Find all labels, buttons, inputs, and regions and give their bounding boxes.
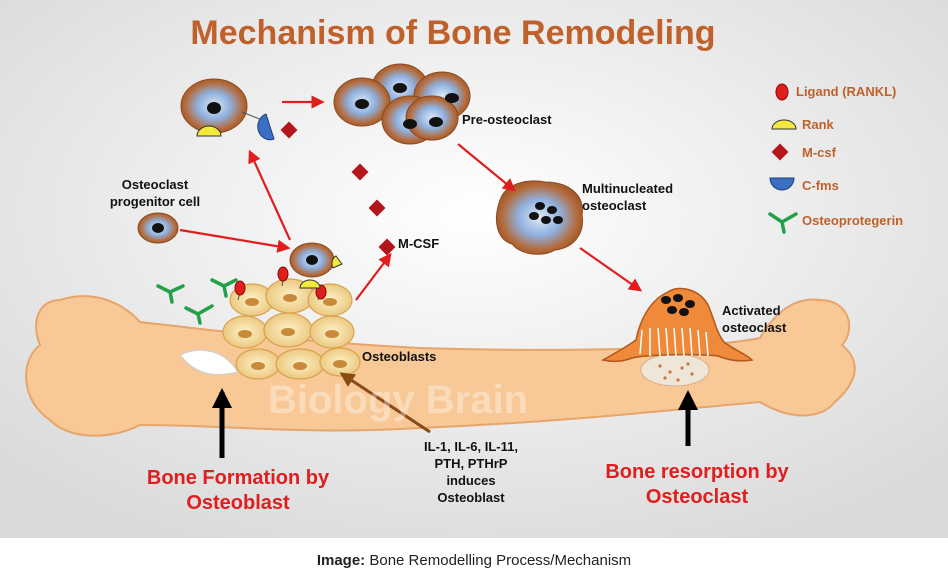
committed-nucleus	[306, 255, 318, 265]
bone-formation-line2: Osteoblast	[186, 492, 290, 514]
bone-formation-line1: Bone Formation by	[146, 467, 330, 489]
resorption-debris	[658, 362, 694, 382]
activated-ruffled-border	[639, 327, 709, 357]
rank-icon	[771, 119, 797, 130]
diagram-stage: Mechanism of Bone Remodeling Pre-osteocl…	[0, 0, 948, 538]
top-single-nucleus	[207, 102, 221, 114]
multinucleated-nuclei	[529, 202, 563, 224]
bone-resorption-line2: Osteoclast	[645, 486, 749, 508]
factors-line2: PTH, PTHrP	[434, 456, 508, 471]
osteoblast-nuclei	[238, 294, 347, 370]
ligand-rankl-icon	[775, 83, 789, 101]
committed-rank	[299, 279, 321, 289]
factors-line3: induces	[446, 473, 496, 488]
formation-groove	[178, 349, 240, 376]
caption-text: Bone Remodelling Process/Mechanism	[365, 552, 632, 569]
multinucleated-label-line1: Multinucleated	[582, 181, 674, 196]
activated-label-line1: Activated	[722, 303, 781, 318]
legend-m-csf-label: M-csf	[802, 145, 836, 160]
osteoprotegerin-molecules	[156, 278, 238, 325]
factors-label: IL-1, IL-6, IL-11, PTH, PTHrP induces Os…	[410, 438, 532, 506]
activated-label: Activated osteoclast	[722, 302, 786, 336]
legend-rank-label: Rank	[802, 117, 834, 132]
resorption-pit	[640, 353, 710, 387]
legend-osteoprotegerin-label: Osteoprotegerin	[802, 213, 904, 228]
long-bone	[25, 295, 856, 437]
pathway-arrows	[179, 95, 643, 301]
pre-osteoclast-nuclei	[355, 83, 459, 129]
pre-osteoclast-label: Pre-osteoclast	[462, 112, 552, 127]
multinucleated-label-line2: osteoclast	[582, 198, 647, 213]
legend-c-fms-label: C-fms	[802, 178, 839, 193]
image-caption: Image: Bone Remodelling Process/Mechanis…	[0, 552, 948, 569]
m-csf-icon	[771, 143, 789, 161]
diagram-canvas	[0, 0, 948, 538]
multinucleated-label: Multinucleated osteoclast	[582, 180, 673, 214]
bone-resorption-label: Bone resorption by Osteoclast	[586, 460, 808, 510]
osteoblasts-label: Osteoblasts	[362, 349, 437, 364]
factors-arrow	[339, 372, 431, 434]
top-cell-rank	[196, 125, 222, 137]
m-csf-label: M-CSF	[398, 236, 440, 251]
legend-ligand-label: Ligand (RANKL)	[796, 84, 897, 99]
progenitor-label-line1: Osteoclast	[121, 177, 189, 192]
progenitor-nucleus	[152, 223, 164, 233]
caption-prefix: Image:	[316, 552, 366, 569]
progenitor-label: Osteoclast progenitor cell	[96, 176, 214, 210]
multinucleated-osteoclast	[496, 180, 584, 255]
progenitor-label-line2: progenitor cell	[109, 194, 201, 209]
top-cell-c-fms	[257, 113, 275, 141]
diagram-title: Mechanism of Bone Remodeling	[190, 14, 716, 52]
c-fms-icon	[769, 177, 795, 191]
watermark: Biology Brain	[268, 378, 529, 422]
osteoprotegerin-icon	[768, 212, 798, 234]
bone-resorption-line1: Bone resorption by	[605, 461, 789, 483]
factors-line1: IL-1, IL-6, IL-11,	[424, 439, 518, 454]
committed-rank-2	[331, 255, 343, 269]
background	[0, 0, 948, 538]
bone-formation-label: Bone Formation by Osteoblast	[128, 466, 348, 516]
factors-line4: Osteoblast	[437, 490, 505, 505]
activated-label-line2: osteoclast	[722, 320, 787, 335]
m-csf-molecules	[280, 121, 396, 256]
activated-nuclei	[661, 294, 695, 316]
legend-icons	[768, 83, 798, 234]
